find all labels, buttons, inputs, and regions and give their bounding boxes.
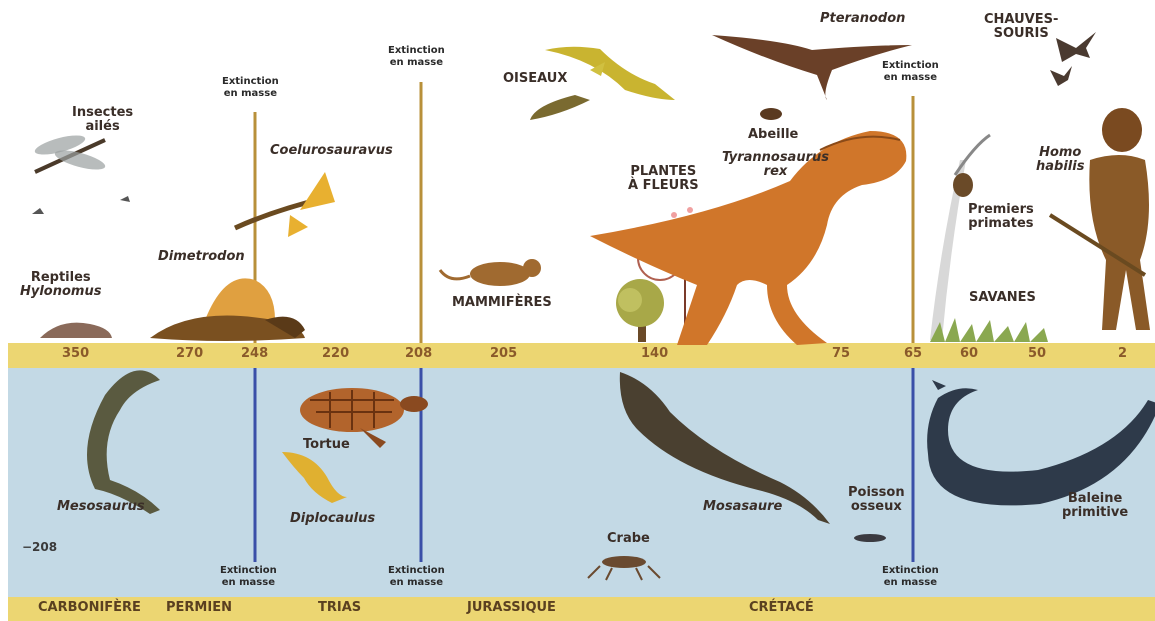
era-permien: PERMIEN <box>166 600 232 615</box>
label-plantes-a-fleurs: PLANTES À FLEURS <box>628 165 699 194</box>
label-line: Homo <box>1036 146 1084 160</box>
homo-habilis-drawing <box>1050 108 1150 330</box>
label-line: SOURIS <box>984 27 1058 41</box>
extinction-line1: Extinction <box>388 45 445 57</box>
label-line: rex <box>722 165 829 179</box>
extinction-line2: en masse <box>388 57 445 69</box>
year-label-65: 65 <box>904 346 922 361</box>
extinction-line2: en masse <box>222 88 279 100</box>
label-savanes: SAVANES <box>969 291 1036 305</box>
label-line: Baleine <box>1062 492 1128 506</box>
extinction-line1: Extinction <box>220 565 277 577</box>
label-tortue: Tortue <box>303 438 350 452</box>
label-abeille: Abeille <box>748 128 798 142</box>
era-jurassique: JURASSIQUE <box>467 600 556 615</box>
label-oiseaux: OISEAUX <box>503 72 567 86</box>
label-premiers-primates: Premiers primates <box>968 203 1034 232</box>
label-mesosaurus: Mesosaurus <box>57 500 145 514</box>
label-line: Hylonomus <box>20 285 101 299</box>
label-tyrannosaurus: Tyrannosaurus rex <box>722 151 829 180</box>
savanna-grass-drawing <box>930 318 1048 342</box>
extinction-line1: Extinction <box>222 76 279 88</box>
extinction-label-208-top: Extinction en masse <box>388 45 445 68</box>
label-crabe: Crabe <box>607 532 650 546</box>
label-mosasaure: Mosasaure <box>703 500 782 514</box>
extinction-label-248-top: Extinction en masse <box>222 76 279 99</box>
extinction-line2: en masse <box>388 577 445 589</box>
label-dimetrodon: Dimetrodon <box>158 250 245 264</box>
bee-drawing <box>760 108 782 120</box>
year-label-2: 2 <box>1118 346 1127 361</box>
dragonfly-drawing <box>33 132 107 174</box>
bony-fish-drawing <box>854 534 886 542</box>
label-line: Tyrannosaurus <box>722 151 829 165</box>
primate-tree-drawing <box>930 135 990 340</box>
bottom-left-year: −208 <box>22 541 57 554</box>
extinction-label-248-bottom: Extinction en masse <box>220 565 277 588</box>
year-label-60: 60 <box>960 346 978 361</box>
label-line: Premiers <box>968 203 1034 217</box>
era-carbonifere: CARBONIFÈRE <box>38 600 141 615</box>
year-label-205: 205 <box>490 346 517 361</box>
year-label-248: 248 <box>241 346 268 361</box>
year-label-75: 75 <box>832 346 850 361</box>
label-mammiferes: MAMMIFÈRES <box>452 296 552 310</box>
label-baleine-primitive: Baleine primitive <box>1062 492 1128 521</box>
label-diplocaulus: Diplocaulus <box>290 512 375 526</box>
label-line: primates <box>968 217 1034 231</box>
small-insect-1 <box>32 208 44 214</box>
label-coelurosauravus: Coelurosauravus <box>270 144 393 158</box>
label-line: À FLEURS <box>628 179 699 193</box>
label-chauves-souris: CHAUVES- SOURIS <box>984 13 1058 42</box>
mammal-drawing <box>440 259 541 286</box>
label-line: primitive <box>1062 506 1128 520</box>
label-line: Reptiles <box>20 271 101 285</box>
extinction-line1: Extinction <box>882 565 939 577</box>
hylonomus-drawing <box>40 323 112 338</box>
era-trias: TRIAS <box>318 600 361 615</box>
label-insectes-ailes: Insectes ailés <box>72 106 133 135</box>
label-reptiles-hylonomus: Reptiles Hylonomus <box>20 271 101 300</box>
label-line: osseux <box>848 500 905 514</box>
extinction-line2: en masse <box>882 577 939 589</box>
bat-drawing-1 <box>1056 32 1096 62</box>
label-line: Insectes <box>72 106 133 120</box>
label-homo-habilis: Homo habilis <box>1036 146 1084 175</box>
label-line: Poisson <box>848 486 905 500</box>
extinction-line1: Extinction <box>882 60 939 72</box>
label-line: habilis <box>1036 160 1084 174</box>
coelurosauravus-drawing <box>235 172 335 237</box>
year-label-270: 270 <box>176 346 203 361</box>
label-poisson-osseux: Poisson osseux <box>848 486 905 515</box>
year-label-50: 50 <box>1028 346 1046 361</box>
small-insect-2 <box>120 196 130 202</box>
era-cretace: CRÉTACÉ <box>749 600 814 615</box>
label-line: ailés <box>72 120 133 134</box>
extinction-label-65-bottom: Extinction en masse <box>882 565 939 588</box>
year-label-208: 208 <box>405 346 432 361</box>
extinction-label-65-top: Extinction en masse <box>882 60 939 83</box>
extinction-line2: en masse <box>882 72 939 84</box>
dimetrodon-drawing <box>150 278 305 341</box>
label-pteranodon: Pteranodon <box>820 12 905 26</box>
year-label-350: 350 <box>62 346 89 361</box>
extinction-label-208-bottom: Extinction en masse <box>388 565 445 588</box>
year-label-220: 220 <box>322 346 349 361</box>
timeline-band <box>0 343 1155 368</box>
extinction-line1: Extinction <box>388 565 445 577</box>
extinction-line2: en masse <box>220 577 277 589</box>
bat-drawing-2 <box>1050 66 1072 86</box>
year-label-140: 140 <box>641 346 668 361</box>
label-line: CHAUVES- <box>984 13 1058 27</box>
